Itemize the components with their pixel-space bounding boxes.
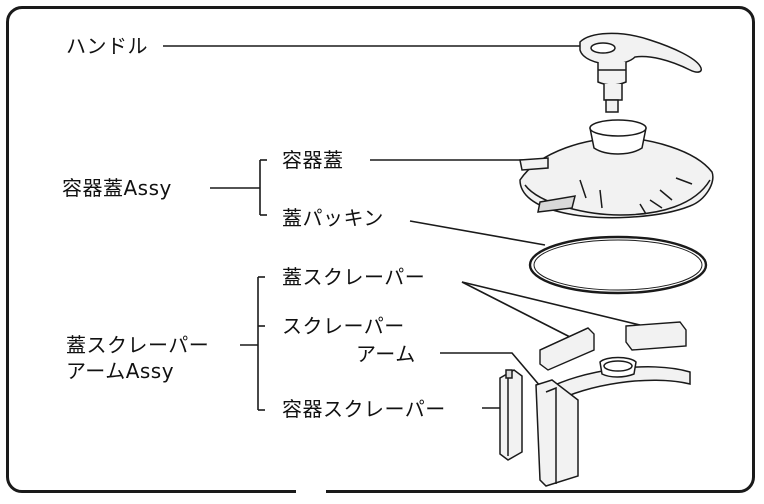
diagram-frame [6, 6, 755, 493]
container-scraper-label: 容器スクレーパー [282, 397, 446, 421]
container-scraper-part [499, 369, 523, 461]
lid-scraper-arm-assy-label-line1: 蓋スクレーパー [66, 333, 210, 357]
lid-assy-label: 容器蓋Assy [62, 176, 172, 200]
lid-scraper-leader-line-1 [461, 281, 573, 339]
packing-leader-line [409, 220, 546, 246]
lid-scraper-label: 蓋スクレーパー [282, 265, 426, 289]
lid-scraper-leader-line-2 [461, 281, 641, 326]
handle-part [579, 32, 702, 113]
lid-packing-inner [533, 239, 703, 291]
scraper-arm-leader-line [440, 352, 547, 394]
scraper-arm-part [535, 356, 691, 487]
lid-scraper-arm-assy-label-line2: アームAssy [66, 359, 175, 383]
scraper-arm-label-line1: スクレーパー [282, 314, 405, 338]
lid-packing-label: 蓋パッキン [282, 206, 384, 230]
frame-gap [296, 488, 326, 498]
handle-label: ハンドル [66, 34, 148, 58]
scraper-arm-label-line2: アーム [356, 342, 416, 366]
lid-part [519, 119, 714, 219]
lid-packing-part [528, 235, 708, 295]
leader-lines [163, 45, 641, 411]
lid-label: 容器蓋 [282, 148, 344, 172]
lid-scraper-part [539, 321, 687, 371]
